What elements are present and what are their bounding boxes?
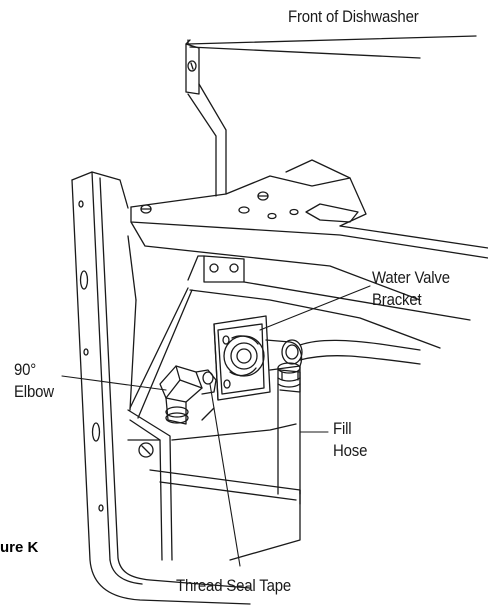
- front-bracket: [185, 35, 477, 197]
- water-valve-label-line1: Water Valve: [372, 268, 450, 287]
- elbow-leader: [61, 375, 167, 391]
- top-panel: [130, 159, 488, 301]
- thread-seal-tape-label: Thread Seal Tape: [176, 576, 292, 595]
- fill-hose-label-line2: Hose: [333, 441, 368, 460]
- water-valve-label-line2: Bracket: [372, 290, 422, 309]
- front-of-dishwasher-label: Front of Dishwasher: [288, 7, 419, 26]
- upper-mount: [187, 255, 471, 349]
- water-valve: [265, 339, 421, 393]
- valve-bracket: [201, 315, 271, 421]
- tape-leader: [209, 383, 241, 567]
- elbow-label-line2: Elbow: [14, 382, 54, 401]
- elbow-fitting: [159, 365, 217, 425]
- fill-hose-label-line1: Fill: [333, 419, 352, 438]
- leader-lines: [61, 285, 371, 567]
- figure-caption: ure K: [0, 539, 39, 556]
- fill-hose: [277, 362, 301, 495]
- elbow-label-line1: 90°: [14, 360, 37, 379]
- frame-members: [127, 235, 301, 561]
- valve-leader: [259, 285, 371, 331]
- left-rail: [71, 171, 251, 605]
